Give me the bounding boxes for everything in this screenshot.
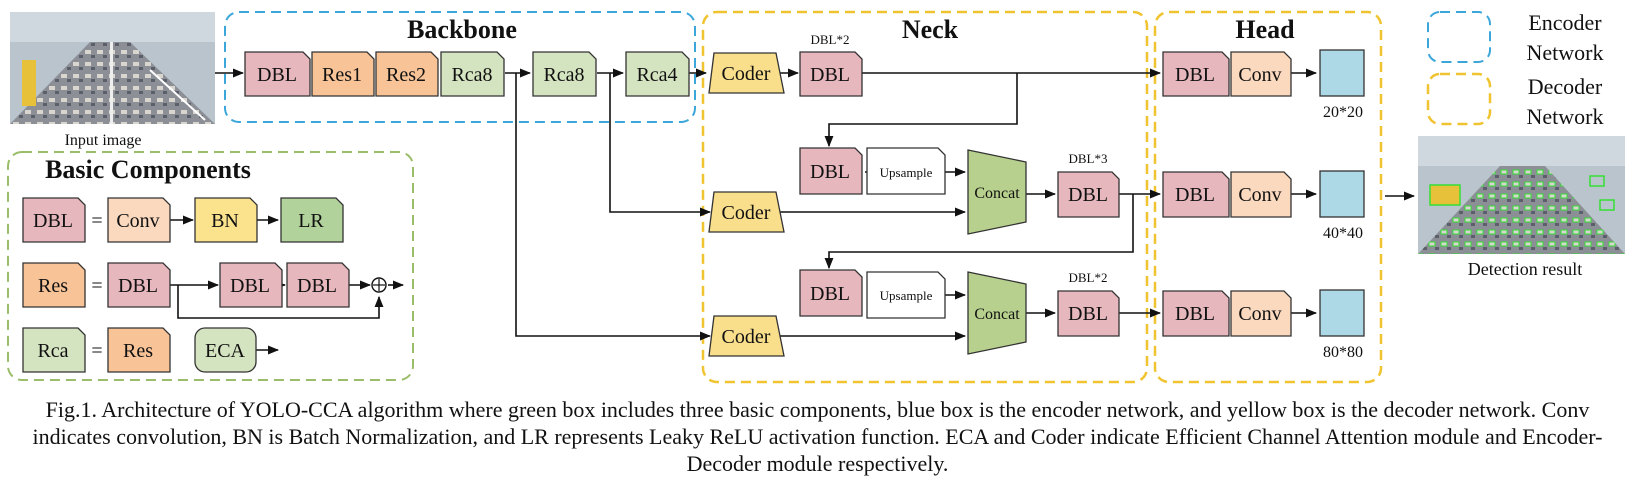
svg-text:DBL: DBL [118,275,158,297]
svg-text:Rca4: Rca4 [636,64,677,86]
component-dbl-definition: DBL = Conv BN LR [22,197,344,243]
neck-coder-middle: Coder [708,191,785,233]
svg-text:DBL: DBL [33,210,73,232]
output-80x80-label: 80*80 [1323,344,1363,361]
svg-text:DBL: DBL [230,275,270,297]
detection-result-image [1418,136,1625,254]
detection-result-label: Detection result [1468,259,1582,279]
neck-concat-lower: Concat [967,271,1027,355]
backbone-title: Backbone [407,15,517,44]
svg-text:BN: BN [211,210,239,232]
svg-text:=: = [91,340,102,362]
svg-text:Res1: Res1 [322,64,362,86]
architecture-diagram: Backbone Neck Head Basic Components Enco… [7,10,1625,384]
svg-text:DBL: DBL [810,64,850,86]
basic-components-title: Basic Components [45,155,251,184]
svg-text:Conv: Conv [116,210,159,232]
legend-decoder-line1: Decoder [1528,74,1603,99]
neck-dbl2-block: DBL*2 DBL [1057,270,1120,337]
svg-text:Conv: Conv [1238,303,1281,325]
svg-text:LR: LR [298,210,324,232]
input-image-label: Input image [65,132,142,149]
head-title: Head [1235,15,1295,44]
svg-text:DBL: DBL [810,161,850,183]
head-row-1: DBL Conv 20*20 [1162,49,1365,121]
backbone-rca8-block-2: Rca8 [532,51,597,97]
svg-text:Upsample: Upsample [880,165,933,180]
svg-text:DBL: DBL [810,283,850,305]
legend-encoder-swatch [1427,11,1491,63]
svg-text:Coder: Coder [722,326,771,348]
backbone-rca4-block: Rca4 [625,51,690,97]
legend-decoder-line2: Network [1527,104,1604,129]
encoder-network-frame [224,11,696,123]
neck-upsample-upper: Upsample [866,147,946,195]
svg-text:DBL: DBL [1175,64,1215,86]
svg-text:Res2: Res2 [386,64,426,86]
output-20x20 [1319,49,1365,97]
svg-text:DBL: DBL [1068,303,1108,325]
svg-text:ECA: ECA [205,340,246,362]
svg-text:Res: Res [123,340,153,362]
svg-text:Res: Res [38,275,68,297]
neck-dbl3-label: DBL*3 [1069,151,1108,166]
svg-text:DBL: DBL [1068,184,1108,206]
legend-encoder-line1: Encoder [1528,10,1602,35]
output-40x40 [1319,170,1365,218]
head-row-3: DBL Conv 80*80 [1162,289,1365,361]
svg-text:DBL: DBL [1175,184,1215,206]
backbone-rca8-block-1: Rca8 [440,51,505,97]
svg-text:DBL: DBL [297,275,337,297]
backbone-res1-block: Res1 [311,51,375,97]
neck-dbl3-block: DBL*3 DBL [1057,151,1120,218]
neck-decoder-frame [701,10,1149,384]
legend-encoder-line2: Network [1527,40,1604,65]
neck-concat-upper: Concat [967,149,1027,235]
neck-dbl2-label-bottom: DBL*2 [1069,270,1108,285]
neck-dbl-lower-branch: DBL [799,269,863,317]
svg-text:Rca8: Rca8 [451,64,492,86]
component-rca-definition: Rca = Res ECA [22,327,257,373]
figure-caption: Fig.1. Architecture of YOLO-CCA algorith… [32,397,1603,476]
svg-text:DBL: DBL [257,64,297,86]
output-40x40-label: 40*40 [1323,225,1363,242]
backbone-dbl-block: DBL [244,51,311,97]
svg-text:Concat: Concat [974,306,1020,323]
svg-text:Coder: Coder [722,63,771,85]
neck-upsample-lower: Upsample [866,271,946,319]
legend-decoder-swatch [1426,72,1492,126]
svg-text:Coder: Coder [722,202,771,224]
head-row-2: DBL Conv 40*40 [1162,170,1365,242]
svg-text:Concat: Concat [974,185,1020,202]
backbone-res2-block: Res2 [375,51,439,97]
basic-components-frame [7,151,414,381]
svg-text:=: = [91,210,102,232]
input-image [10,12,215,124]
neck-dbl-top: DBL*2 DBL [799,32,863,97]
neck-coder-bottom: Coder [708,315,785,357]
svg-text:Conv: Conv [1238,64,1281,86]
neck-dbl-upper-branch: DBL [799,147,863,195]
neck-title: Neck [902,15,959,44]
head-decoder-frame [1153,10,1383,384]
svg-text:Rca8: Rca8 [543,64,584,86]
svg-text:Rca: Rca [37,340,68,362]
output-20x20-label: 20*20 [1323,104,1363,121]
component-res-definition: Res = DBL DBL DBL [22,262,387,308]
output-80x80 [1319,289,1365,337]
svg-text:Upsample: Upsample [880,288,933,303]
svg-text:DBL: DBL [1175,303,1215,325]
neck-dbl2-label-top: DBL*2 [811,32,850,47]
svg-text:=: = [91,275,102,297]
svg-text:Conv: Conv [1238,184,1281,206]
neck-coder-top: Coder [708,52,785,94]
